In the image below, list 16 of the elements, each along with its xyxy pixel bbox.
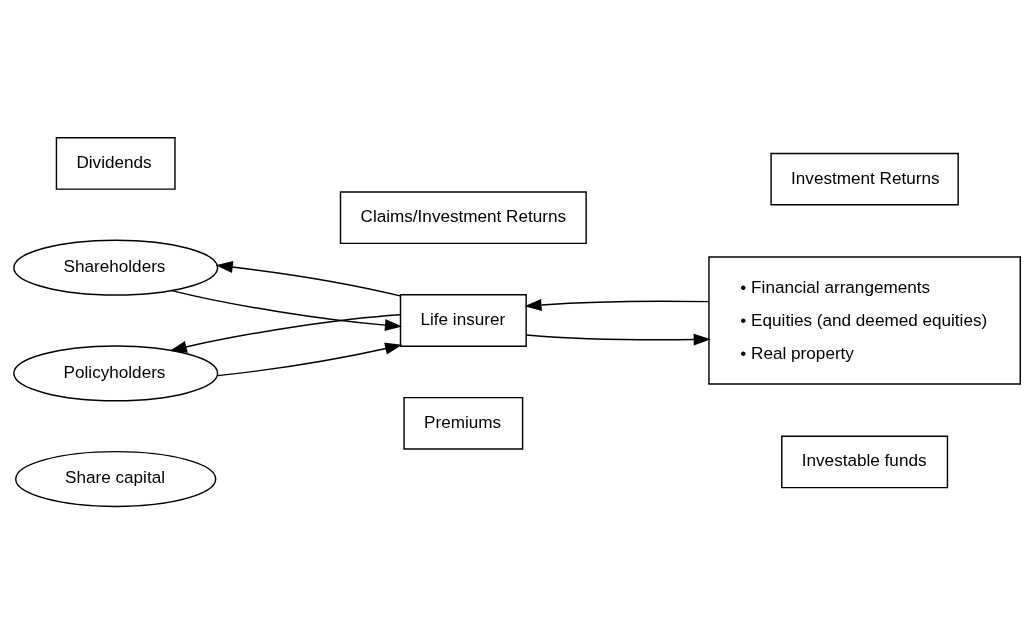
arrow [215, 261, 401, 297]
arrow [525, 333, 711, 346]
arrow [171, 289, 403, 332]
node-box: Premiums [403, 396, 524, 450]
node-box: Investment Returns [770, 152, 959, 206]
node-box: Investable funds [781, 435, 949, 489]
node-box: Dividends [55, 137, 176, 190]
node-ellipse: Share capital [15, 450, 217, 508]
node-box: • Financial arrangements • Equities (and deemed equities) • Real property [708, 256, 1021, 385]
arrow [169, 314, 401, 353]
node-box: Claims/Investment Returns [339, 191, 587, 245]
arrow [217, 342, 403, 377]
node-ellipse: Policyholders [13, 345, 219, 402]
arrow [524, 298, 710, 311]
node-ellipse: Shareholders [13, 239, 219, 296]
node-box: Life insurer [399, 294, 527, 347]
